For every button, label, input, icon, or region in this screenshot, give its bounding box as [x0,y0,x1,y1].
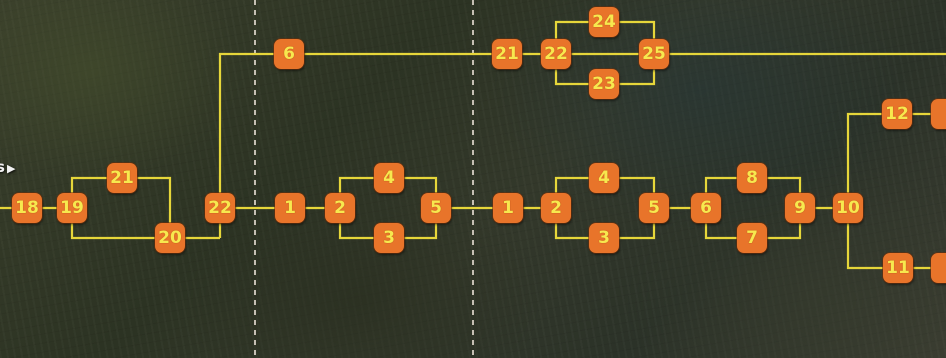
node-label: 12 [885,104,909,124]
node-2[interactable]: 2 [325,193,355,223]
node-21[interactable]: 21 [107,163,137,193]
node-3[interactable]: 3 [374,223,404,253]
node-6[interactable]: 6 [691,193,721,223]
node-18[interactable]: 18 [12,193,42,223]
node-22[interactable]: 22 [541,39,571,69]
node-label: 5 [648,198,660,218]
node-label: 2 [334,198,346,218]
node-6[interactable]: 6 [274,39,304,69]
node-4[interactable]: 4 [374,163,404,193]
node-19[interactable]: 19 [57,193,87,223]
node-8[interactable]: 8 [737,163,767,193]
node-label: 2 [550,198,562,218]
node-9[interactable]: 9 [785,193,815,223]
node-24[interactable]: 24 [589,7,619,37]
node-label: 4 [383,168,395,188]
node-5[interactable]: 5 [421,193,451,223]
node-label: 11 [886,258,910,278]
node-label: 21 [495,44,519,64]
node-label: 3 [383,228,395,248]
node-2[interactable]: 2 [541,193,571,223]
node-label: 21 [110,168,134,188]
node-10[interactable]: 10 [833,193,863,223]
node-21[interactable]: 21 [492,39,522,69]
route-label-text: s [0,158,5,176]
node-25[interactable]: 25 [639,39,669,69]
node-label: 4 [598,168,610,188]
node-label: 8 [746,168,758,188]
node-label: 18 [15,198,39,218]
node-label: 1 [284,198,296,218]
node-20[interactable]: 20 [155,223,185,253]
node-label: 25 [642,44,666,64]
node-offscreen[interactable] [931,99,946,129]
node-label: 7 [746,228,758,248]
node-label: 1 [502,198,514,218]
node-label: 24 [592,12,616,32]
arrow-right-icon: ▶ [6,162,16,175]
node-11[interactable]: 11 [883,253,913,283]
node-5[interactable]: 5 [639,193,669,223]
node-offscreen[interactable] [931,253,946,283]
node-22[interactable]: 22 [205,193,235,223]
node-label: 3 [598,228,610,248]
node-label: 23 [592,74,616,94]
node-label: 22 [544,44,568,64]
node-label: 6 [283,44,295,64]
node-4[interactable]: 4 [589,163,619,193]
node-1[interactable]: 1 [275,193,305,223]
offscreen-route-label: s▶ [0,158,15,176]
node-label: 9 [794,198,806,218]
node-label: 5 [430,198,442,218]
node-12[interactable]: 12 [882,99,912,129]
node-7[interactable]: 7 [737,223,767,253]
node-label: 20 [158,228,182,248]
node-3[interactable]: 3 [589,223,619,253]
node-1[interactable]: 1 [493,193,523,223]
node-label: 10 [836,198,860,218]
node-label: 19 [60,198,84,218]
node-label: 22 [208,198,232,218]
node-23[interactable]: 23 [589,69,619,99]
node-label: 6 [700,198,712,218]
